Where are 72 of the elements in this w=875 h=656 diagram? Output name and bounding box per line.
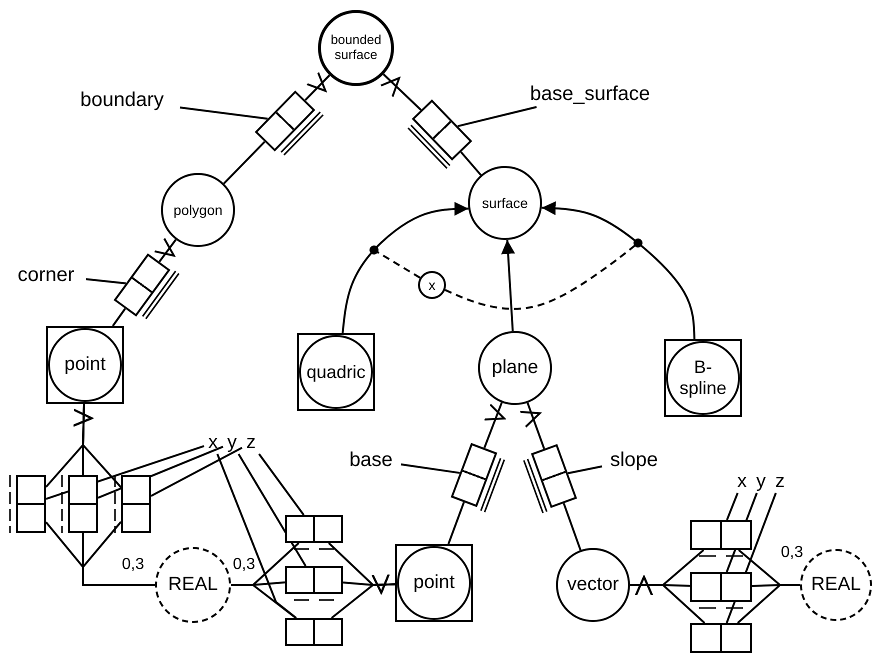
role-label: base — [343, 447, 399, 473]
entity-label: quadric — [306, 362, 366, 382]
fact-box — [285, 566, 343, 594]
role-line — [519, 402, 546, 450]
entity-box — [297, 333, 375, 411]
role-line — [330, 573, 396, 619]
role-line — [448, 502, 465, 544]
leader-line — [726, 492, 739, 520]
subtype-arrow — [501, 240, 516, 332]
fact-box — [690, 623, 752, 653]
constraint-line — [444, 238, 642, 310]
role-label: slope — [604, 447, 664, 473]
leader-line — [216, 454, 297, 619]
role-line — [562, 502, 582, 550]
entity-box — [664, 339, 742, 417]
fact-box — [285, 618, 343, 646]
role-line — [154, 237, 177, 262]
role-line — [304, 72, 330, 101]
role-label: z — [773, 471, 787, 493]
subtype-arrow — [542, 201, 696, 340]
entity-box — [395, 544, 473, 622]
leader-line — [150, 446, 242, 497]
role-label: y — [754, 471, 768, 493]
role-label: y — [225, 432, 239, 454]
role-label: x — [735, 471, 749, 493]
entity-label: point — [64, 354, 106, 376]
role-label: corner — [8, 262, 84, 288]
constraint-line — [370, 246, 421, 279]
entity-circle — [318, 10, 394, 86]
role-line — [630, 576, 706, 624]
role-line — [82, 521, 155, 586]
entity-label: B-spline — [678, 357, 728, 399]
fact-box — [16, 475, 46, 533]
entity-label: vector — [567, 574, 619, 596]
fact-box — [690, 572, 752, 602]
entity-label: REAL — [811, 574, 861, 596]
cardinality-label: 0,3 — [122, 556, 144, 574]
subtype-arrow — [342, 202, 468, 334]
role-line — [223, 141, 266, 184]
role-line — [737, 584, 800, 624]
role-line — [112, 308, 126, 327]
entity-label: polygon — [173, 202, 223, 218]
role-label: x — [206, 432, 220, 454]
role-line — [72, 404, 122, 488]
entity-label: REAL — [168, 574, 218, 596]
leader-line — [400, 463, 460, 474]
entity-label: point — [413, 572, 455, 594]
leader-line — [568, 465, 602, 474]
entity-label: plane — [492, 357, 538, 379]
entity-label: x — [428, 276, 436, 294]
cardinality-label: 0,3 — [232, 556, 256, 574]
entity-label: bounded surface — [330, 33, 382, 63]
role-label: base_surface — [515, 81, 665, 107]
leader-line — [180, 106, 268, 120]
cardinality-label: 0,3 — [780, 544, 804, 562]
role-line — [460, 151, 482, 176]
role-line — [483, 402, 506, 448]
fact-box — [68, 475, 98, 533]
leader-line — [458, 106, 537, 128]
leader-line — [86, 278, 126, 284]
entity-label: surface — [482, 194, 528, 212]
leader-line — [258, 453, 305, 516]
exclusion-circle — [418, 271, 446, 299]
leader-line — [238, 453, 306, 567]
role-label: z — [244, 432, 258, 454]
role-line — [380, 74, 422, 111]
fact-box — [690, 520, 752, 550]
fact-box — [121, 475, 151, 533]
entity-box — [46, 326, 124, 404]
role-line — [231, 584, 296, 619]
fact-box — [285, 515, 343, 543]
role-label: boundary — [66, 87, 178, 113]
